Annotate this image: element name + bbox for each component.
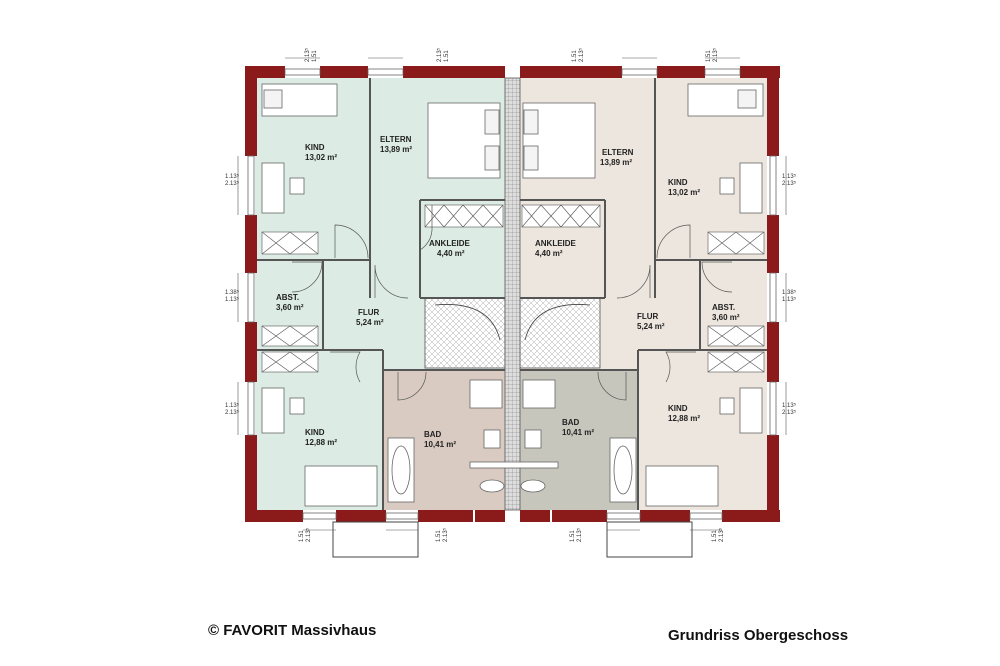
shower-right xyxy=(522,379,556,409)
bed-right-kind-bottom xyxy=(645,465,719,507)
label-right-abst-area: 3,60 m² xyxy=(712,313,740,322)
label-right-bad-name: BAD xyxy=(562,418,580,427)
dim-bottom-4-a: 1.51 xyxy=(712,530,718,542)
label-left-kind-bottom-area: 12,88 m² xyxy=(305,438,337,447)
dim-bottom-2-a: 1.51 xyxy=(436,530,442,542)
dim-top-3-a: 1.51 xyxy=(572,50,578,62)
windows xyxy=(247,68,777,520)
dim-left-3-a: 1.13⁵ xyxy=(225,402,240,409)
label-left-bad-name: BAD xyxy=(424,430,442,439)
label-right-bad-area: 10,41 m² xyxy=(562,428,594,437)
label-left-ankleide-name: ANKLEIDE xyxy=(429,239,471,248)
dim-top-2-b: 1.51 xyxy=(444,50,450,62)
label-left-eltern-area: 13,89 m² xyxy=(380,145,412,154)
dim-top-1-b: 1.51 xyxy=(312,50,318,62)
vanity xyxy=(469,461,559,469)
dim-bottom-3-b: 2.13⁵ xyxy=(576,527,583,542)
dim-left-1-b: 2.13⁵ xyxy=(225,180,240,187)
dim-right-3-a: 1.13⁵ xyxy=(782,402,797,409)
furniture xyxy=(261,83,764,507)
label-right-kind-bottom-name: KIND xyxy=(668,404,688,413)
shower-left xyxy=(469,379,503,409)
dim-left-1-a: 1.13⁵ xyxy=(225,173,240,180)
dim-left-2-a: 1.38⁵ xyxy=(225,289,240,296)
label-left-flur-area: 5,24 m² xyxy=(356,318,384,327)
dim-left-3-b: 2.13⁵ xyxy=(225,409,240,416)
label-left-kind-bottom-name: KIND xyxy=(305,428,325,437)
label-right-eltern-name: ELTERN xyxy=(602,148,634,157)
dim-bottom-3-a: 1.51 xyxy=(570,530,576,542)
label-left-abst-name: ABST. xyxy=(276,293,299,302)
stairs xyxy=(424,297,601,369)
dim-top-1-a: 2.13⁵ xyxy=(304,47,311,62)
balcony-right xyxy=(606,521,693,558)
dimension-ticks xyxy=(237,57,787,531)
label-left-ankleide-area: 4,40 m² xyxy=(437,249,465,258)
dim-bottom-2-b: 2.13⁵ xyxy=(442,527,449,542)
label-right-eltern-area: 13,89 m² xyxy=(600,158,632,167)
label-right-ankleide-name: ANKLEIDE xyxy=(535,239,577,248)
label-right-kind-top-name: KIND xyxy=(668,178,688,187)
internal-walls xyxy=(255,78,767,510)
label-left-flur-name: FLUR xyxy=(358,308,380,317)
dim-bottom-1-b: 2.13⁵ xyxy=(305,527,312,542)
door-swings xyxy=(291,205,733,401)
dim-top-4-b: 2.13⁵ xyxy=(712,47,719,62)
label-right-flur-area: 5,24 m² xyxy=(637,322,665,331)
label-left-kind-top-name: KIND xyxy=(305,143,325,152)
party-wall xyxy=(504,77,521,511)
label-left-eltern-name: ELTERN xyxy=(380,135,412,144)
stair-left xyxy=(424,297,506,369)
balconies xyxy=(332,521,693,558)
dim-right-2-a: 1.38⁵ xyxy=(782,289,797,296)
stair-right xyxy=(519,297,601,369)
balcony-left xyxy=(332,521,419,558)
label-right-ankleide-area: 4,40 m² xyxy=(535,249,563,258)
bed-left-kind-bottom xyxy=(304,465,378,507)
copyright-text: © FAVORIT Massivhaus xyxy=(208,622,377,639)
label-right-kind-top-area: 13,02 m² xyxy=(668,188,700,197)
room-labels: KIND 13,02 m² ELTERN 13,89 m² ANKLEIDE 4… xyxy=(276,135,740,449)
exterior-walls xyxy=(245,66,780,522)
dimension-labels: 2.13⁵ 1.51 2.13⁵ 1.51 1.51 2.13⁵ 1.51 2.… xyxy=(225,47,797,542)
label-right-kind-bottom-area: 12,88 m² xyxy=(668,414,700,423)
label-right-flur-name: FLUR xyxy=(637,312,659,321)
dim-right-2-b: 1.13⁵ xyxy=(782,296,797,303)
label-right-abst-name: ABST. xyxy=(712,303,735,312)
plan-title: Grundriss Obergeschoss xyxy=(668,627,849,644)
label-left-kind-top-area: 13,02 m² xyxy=(305,153,337,162)
label-left-bad-area: 10,41 m² xyxy=(424,440,456,449)
dim-right-1-b: 2.13⁵ xyxy=(782,180,797,187)
dim-top-3-b: 2.13⁵ xyxy=(578,47,585,62)
dim-right-1-a: 1.13⁵ xyxy=(782,173,797,180)
dim-bottom-4-b: 2.13⁵ xyxy=(718,527,725,542)
label-left-abst-area: 3,60 m² xyxy=(276,303,304,312)
wardrobes xyxy=(261,204,765,373)
dim-right-3-b: 2.13⁵ xyxy=(782,409,797,416)
dim-bottom-1-a: 1.51 xyxy=(299,530,305,542)
dim-top-4-a: 1.51 xyxy=(706,50,712,62)
dim-top-2-a: 2.13⁵ xyxy=(436,47,443,62)
dim-left-2-b: 1.13⁵ xyxy=(225,296,240,303)
